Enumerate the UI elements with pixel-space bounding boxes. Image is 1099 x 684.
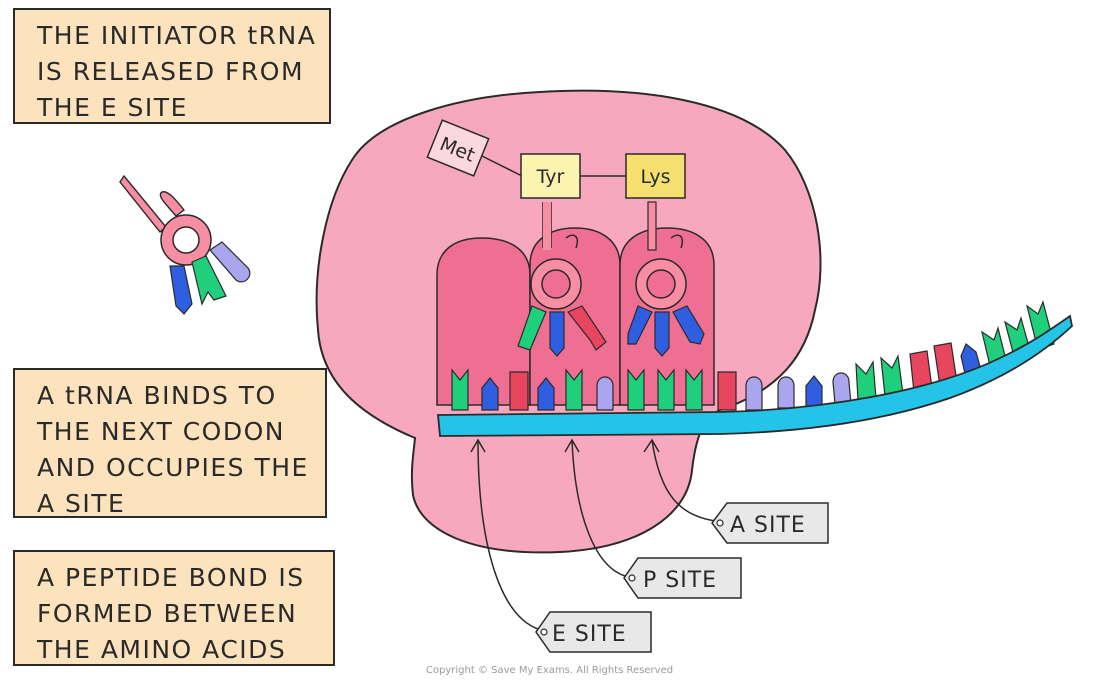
base-green [855, 360, 877, 401]
tyr-box [520, 153, 581, 199]
trna-stem-fill [647, 201, 657, 251]
note-trna-binds-a-site: A tRNA BINDS TO THE NEXT CODON AND OCCUP… [13, 368, 327, 518]
base-green [451, 368, 469, 411]
tag-p-site: P SITE [623, 557, 742, 599]
note-line: FORMED BETWEEN [37, 599, 298, 628]
anticodon-blue [627, 305, 653, 345]
copyright-text: Copyright © Save My Exams. All Rights Re… [425, 665, 674, 676]
anticodon-lavender [209, 241, 251, 283]
anticodon-blue [549, 311, 565, 357]
tag-hole [628, 574, 636, 582]
tag-e-site: E SITE [535, 611, 652, 653]
note-line: A SITE [37, 489, 126, 518]
trna-a-site [627, 201, 705, 357]
base-green [657, 368, 675, 411]
note-line: THE NEXT CODON [37, 417, 285, 446]
a-site-label: A SITE [730, 513, 806, 538]
p-site-arrowhead [564, 438, 580, 453]
released-initiator-trna [119, 174, 251, 315]
base-green [685, 368, 703, 411]
e-site-label: E SITE [552, 622, 627, 647]
ribosome-e-site [436, 237, 531, 406]
a-site-arrow [651, 439, 717, 522]
base-lavender [596, 376, 614, 411]
base-red [509, 371, 529, 411]
base-green [565, 368, 583, 411]
base-lavender [777, 376, 795, 409]
note-line: THE INITIATOR tRNA [37, 21, 317, 50]
note-line: AND OCCUPIES THE [37, 453, 309, 482]
anticodon-red [567, 305, 607, 351]
p-site-arrow [571, 439, 630, 578]
tag-a-site: A SITE [711, 502, 829, 544]
base-green [880, 353, 904, 397]
e-site-arrowhead [470, 438, 486, 453]
base-red [717, 371, 737, 411]
site-pointer-arrows [470, 438, 717, 631]
trna-loop-hole [646, 269, 676, 299]
base-blue [481, 377, 499, 411]
anticodon-blue [672, 305, 705, 345]
tag-shape [623, 557, 742, 599]
trna-stem-fill [543, 202, 551, 250]
trna-arm [565, 234, 578, 249]
note-initiator-trna-released: THE INITIATOR tRNA IS RELEASED FROM THE … [13, 8, 331, 124]
note-line: A tRNA BINDS TO [37, 381, 277, 410]
trna-loop-hole [172, 226, 200, 254]
note-peptide-bond: A PEPTIDE BOND IS FORMED BETWEEN THE AMI… [13, 550, 335, 666]
base-blue [537, 377, 555, 411]
e-site-arrow [477, 439, 542, 631]
mrna-bases-ribosome [451, 368, 703, 411]
tag-hole [716, 519, 724, 527]
tag-hole [540, 628, 548, 636]
a-site-arrowhead [643, 438, 660, 453]
amino-acid-met: Met [426, 119, 490, 177]
trna-arm [670, 234, 683, 249]
lys-box [625, 153, 686, 199]
tyr-label: Tyr [536, 166, 565, 188]
anticodon-green [191, 255, 227, 306]
note-line: A PEPTIDE BOND IS [37, 563, 305, 592]
lys-label: Lys [641, 166, 671, 188]
base-lavender [832, 372, 852, 405]
mrna-strand [437, 314, 1073, 437]
trna-arm-right [159, 191, 185, 217]
met-box [426, 119, 490, 177]
tag-shape [711, 502, 829, 544]
met-tyr-bond [481, 155, 523, 177]
note-line: THE E SITE [37, 93, 188, 122]
trna-p-site [517, 202, 607, 357]
note-line: IS RELEASED FROM [37, 57, 305, 86]
trna-arm-left [119, 174, 167, 233]
anticodon-blue [654, 311, 670, 357]
base-blue [805, 375, 823, 407]
trna-loop-hole [541, 269, 571, 299]
anticodon-green [517, 305, 547, 351]
base-green [627, 368, 645, 411]
p-site-label: P SITE [643, 568, 717, 593]
note-line: THE AMINO ACIDS [37, 635, 287, 664]
base-lavender [745, 376, 763, 411]
tag-shape [535, 611, 652, 653]
anticodon-blue [169, 265, 193, 315]
